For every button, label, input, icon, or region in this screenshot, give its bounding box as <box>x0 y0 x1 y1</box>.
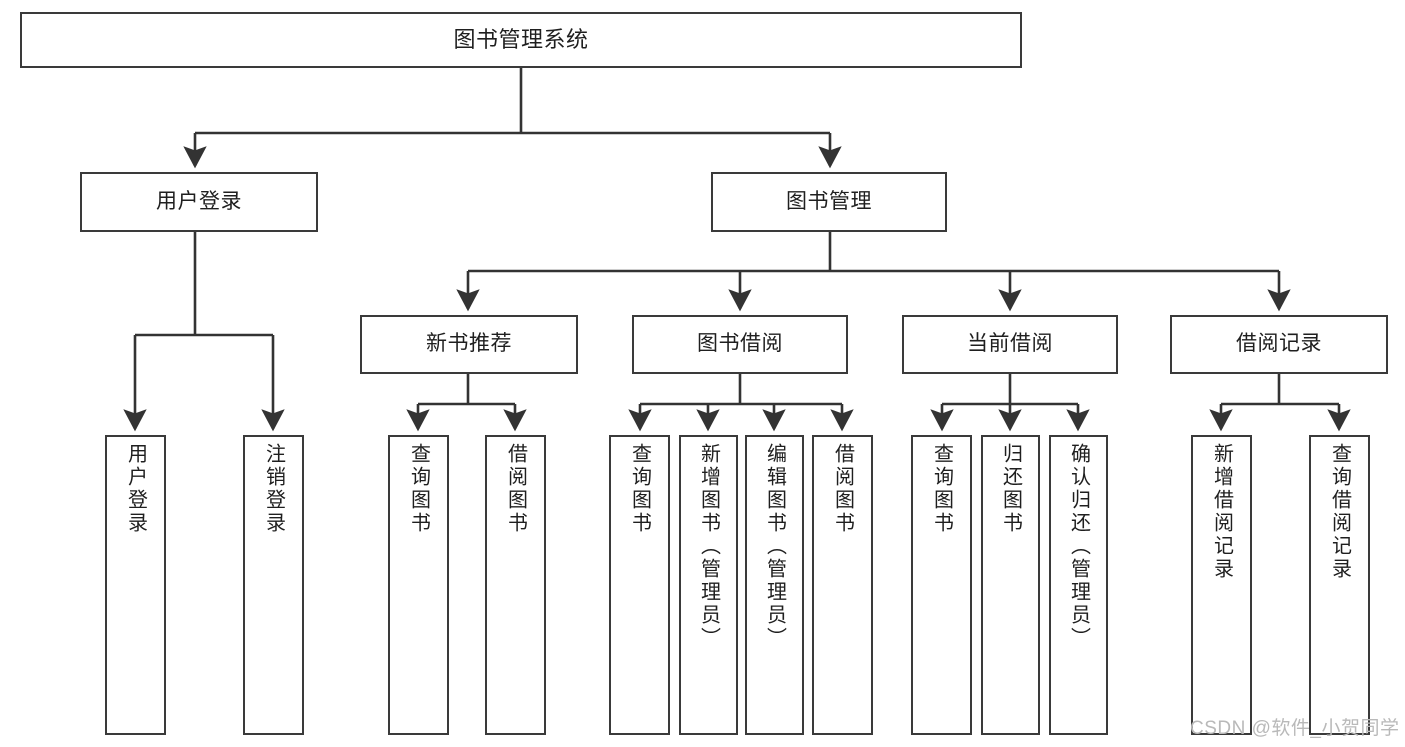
leaf-user-login-action[interactable]: 用户登录 <box>105 435 166 735</box>
node-label: 新书推荐 <box>426 332 512 356</box>
node-label: 图书借阅 <box>697 332 783 356</box>
leaf-current-query-book[interactable]: 查询图书 <box>911 435 972 735</box>
node-label: 借阅记录 <box>1236 332 1322 356</box>
leaf-recommend-borrow-book[interactable]: 借阅图书 <box>485 435 546 735</box>
leaf-record-query-borrow-record[interactable]: 查询借阅记录 <box>1309 435 1370 735</box>
node-label: 新增图书（管理员） <box>697 443 720 650</box>
leaf-borrow-query-book[interactable]: 查询图书 <box>609 435 670 735</box>
watermark-text: CSDN @软件_小贺同学 <box>1190 718 1400 739</box>
leaf-current-confirm-return-admin[interactable]: 确认归还（管理员） <box>1049 435 1108 735</box>
leaf-recommend-query-book[interactable]: 查询图书 <box>388 435 449 735</box>
node-label: 新增借阅记录 <box>1210 443 1233 581</box>
node-new-book-recommend[interactable]: 新书推荐 <box>360 315 578 374</box>
node-label: 借阅图书 <box>831 443 854 535</box>
leaf-record-add-borrow-record[interactable]: 新增借阅记录 <box>1191 435 1252 735</box>
node-current-borrow[interactable]: 当前借阅 <box>902 315 1118 374</box>
leaf-borrow-borrow-book[interactable]: 借阅图书 <box>812 435 873 735</box>
node-label: 查询借阅记录 <box>1328 443 1351 581</box>
node-root-system[interactable]: 图书管理系统 <box>20 12 1022 68</box>
node-label: 当前借阅 <box>967 332 1053 356</box>
node-book-borrow[interactable]: 图书借阅 <box>632 315 848 374</box>
node-user-login[interactable]: 用户登录 <box>80 172 318 232</box>
leaf-borrow-add-book-admin[interactable]: 新增图书（管理员） <box>679 435 738 735</box>
node-label: 用户登录 <box>124 443 147 535</box>
node-label: 查询图书 <box>628 443 651 535</box>
leaf-borrow-edit-book-admin[interactable]: 编辑图书（管理员） <box>745 435 804 735</box>
leaf-user-logout[interactable]: 注销登录 <box>243 435 304 735</box>
node-label: 确认归还（管理员） <box>1067 443 1090 650</box>
node-label: 归还图书 <box>999 443 1022 535</box>
node-label: 用户登录 <box>156 189 242 213</box>
node-label: 图书管理系统 <box>453 27 589 53</box>
node-label: 借阅图书 <box>504 443 527 535</box>
node-label: 编辑图书（管理员） <box>763 443 786 650</box>
node-label: 查询图书 <box>930 443 953 535</box>
node-book-management[interactable]: 图书管理 <box>711 172 947 232</box>
leaf-current-return-book[interactable]: 归还图书 <box>981 435 1040 735</box>
node-borrow-record[interactable]: 借阅记录 <box>1170 315 1388 374</box>
node-label: 图书管理 <box>786 189 872 213</box>
node-label: 注销登录 <box>262 443 285 535</box>
node-label: 查询图书 <box>407 443 430 535</box>
